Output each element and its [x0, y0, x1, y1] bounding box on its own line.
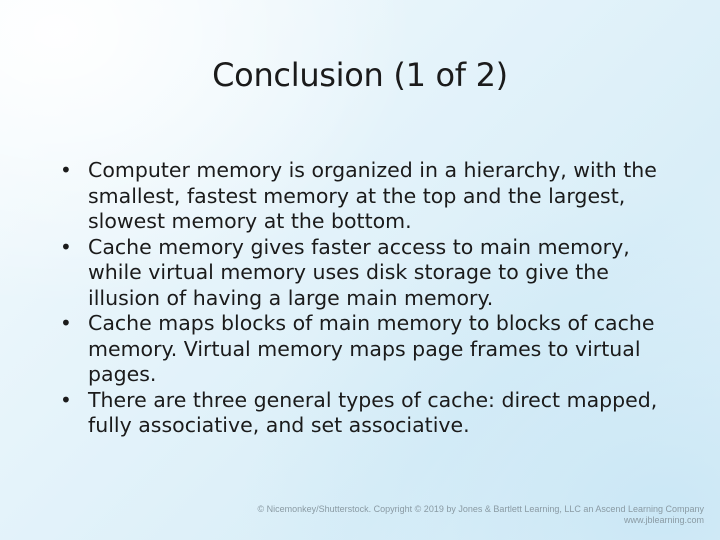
bullet-list: • Computer memory is organized in a hier… — [60, 158, 680, 439]
copyright-footer: © Nicemonkey/Shutterstock. Copyright © 2… — [257, 504, 704, 526]
copyright-text: © Nicemonkey/Shutterstock. Copyright © 2… — [257, 504, 704, 514]
bullet-item: • Cache maps blocks of main memory to bl… — [60, 311, 680, 388]
bullet-text: Computer memory is organized in a hierar… — [88, 158, 657, 233]
bullet-text: Cache maps blocks of main memory to bloc… — [88, 311, 655, 386]
bullet-marker: • — [60, 311, 72, 335]
bullet-item: • Cache memory gives faster access to ma… — [60, 235, 680, 312]
slide-title: Conclusion (1 of 2) — [212, 56, 508, 94]
website-text: www.jblearning.com — [623, 515, 704, 525]
bullet-marker: • — [60, 387, 72, 412]
bullet-text: Cache memory gives faster access to main… — [88, 234, 630, 310]
bullet-item: • Computer memory is organized in a hier… — [60, 158, 680, 235]
bullet-text: There are three general types of cache: … — [88, 387, 658, 438]
bullet-marker: • — [60, 234, 72, 259]
bullet-marker: • — [60, 158, 72, 182]
bullet-item: • There are three general types of cache… — [60, 388, 680, 439]
